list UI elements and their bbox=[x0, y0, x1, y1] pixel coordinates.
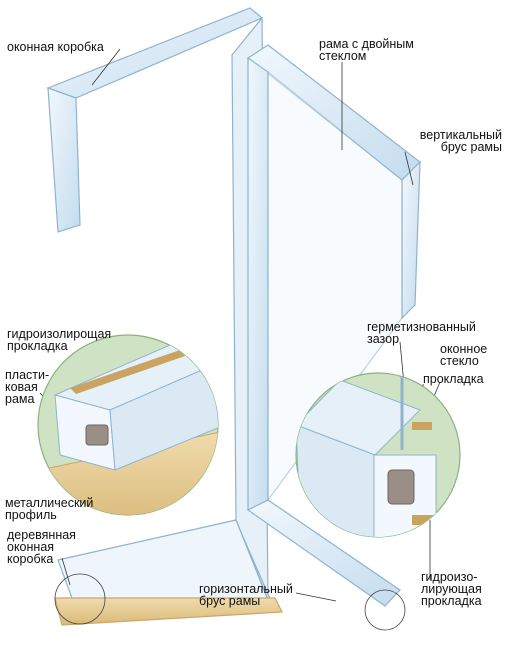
label-vertical-sash-bar: вертикальный брус рамы bbox=[419, 128, 502, 154]
label-wooden-window-box: деревянная оконная коробка bbox=[7, 528, 76, 566]
label-window-glass: оконное стекло bbox=[440, 342, 488, 368]
label-plastic-frame: пласти- ковая рама bbox=[5, 368, 50, 406]
label-sealed-gap: герметизнованный зазор bbox=[367, 320, 476, 346]
corner-detail-circles bbox=[54, 573, 406, 631]
window-box-frame bbox=[46, 7, 283, 626]
label-waterproof-gasket-left: гидроизолирощая прокладка bbox=[7, 327, 112, 353]
label-gasket: прокладка bbox=[423, 372, 484, 386]
label-horizontal-sash-bar: горизонтальный брус рамы bbox=[199, 582, 293, 608]
double-glazed-sash bbox=[246, 44, 421, 607]
label-double-glazed-sash: рама с двойным стеклом bbox=[319, 37, 414, 63]
label-window-box: оконная коробка bbox=[7, 40, 104, 54]
label-waterproof-gasket-right: гидроизо- лирующая прокладка bbox=[421, 570, 482, 608]
label-metal-profile: металлический профиль bbox=[5, 496, 94, 522]
right-detail-inset bbox=[295, 372, 461, 538]
